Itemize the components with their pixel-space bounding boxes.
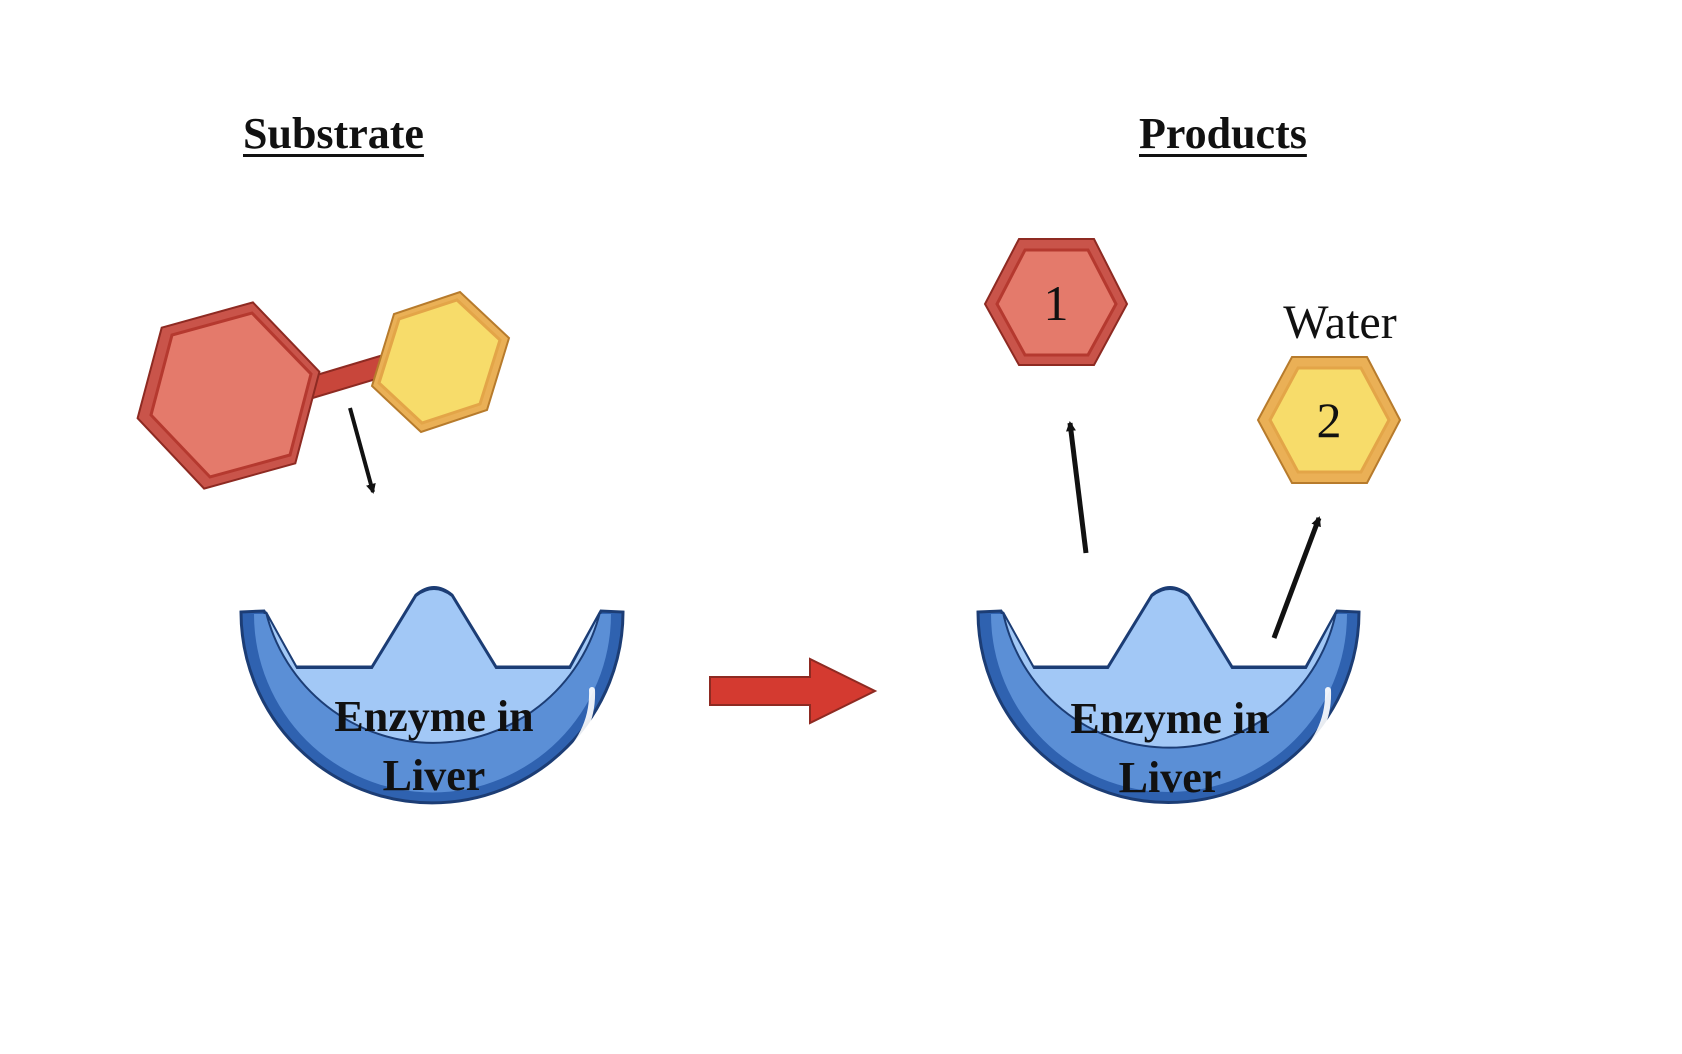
enzyme-left: Enzyme in Liver (239, 586, 625, 835)
product-1-hexagon: 1 (983, 238, 1129, 366)
enzyme-left-line2: Liver (383, 751, 486, 800)
product-2-release-arrow (1271, 516, 1322, 639)
product-2-label: 2 (1317, 392, 1342, 448)
product-1-release-arrow (1066, 421, 1089, 554)
enzyme-right-line2: Liver (1119, 753, 1222, 802)
enzyme-left-line1: Enzyme in (334, 692, 533, 741)
substrate-molecule (136, 290, 511, 494)
substrate-red-hexagon (136, 301, 321, 490)
substrate-yellow-hexagon (370, 290, 511, 434)
substrate-binding-arrow (348, 407, 376, 494)
products-heading: Products (1139, 109, 1307, 158)
enzyme-right-line1: Enzyme in (1070, 694, 1269, 743)
water-label: Water (1283, 296, 1396, 349)
product-2-hexagon: 2 (1256, 356, 1402, 484)
enzyme-right: Enzyme in Liver (976, 586, 1361, 835)
substrate-heading: Substrate (243, 109, 424, 158)
reaction-arrow (709, 657, 878, 725)
product-1-label: 1 (1044, 275, 1069, 331)
